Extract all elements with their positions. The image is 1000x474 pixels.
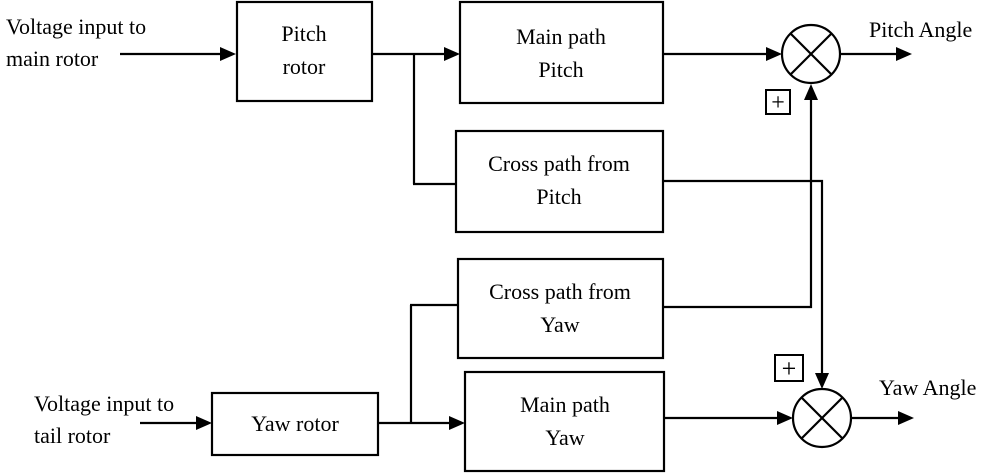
main-path-pitch-block xyxy=(458,0,665,105)
yaw-input-arrowhead xyxy=(196,416,212,430)
yaw-sum-input-arrowhead xyxy=(777,411,793,425)
pitch-angle-label: Pitch Angle xyxy=(869,17,972,42)
yaw-sum-cross-2 xyxy=(800,396,844,440)
yaw-rotor-block xyxy=(210,391,380,457)
pitch-rotor-label-line1: Pitch xyxy=(281,21,326,46)
pitch-rotor-label-line2: rotor xyxy=(283,54,326,79)
main-path-yaw-label-line1: Main path xyxy=(520,392,610,417)
cross-path-pitch-to-yaw-sum xyxy=(663,179,824,375)
cross-path-pitch-label-line1: Cross path from xyxy=(488,151,630,176)
cross-path-yaw-label-line1: Cross path from xyxy=(489,279,631,304)
yaw-input-label-line2: tail rotor xyxy=(34,423,111,448)
main-path-pitch-arrowhead xyxy=(444,47,460,61)
yaw-rotor-label: Yaw rotor xyxy=(251,411,339,436)
yaw-sum-plus-box xyxy=(774,354,804,382)
pitch-input-label-line1: Voltage input to xyxy=(6,14,146,39)
main-path-yaw-arrowhead xyxy=(449,416,465,430)
yaw-sum-plus-sign: + xyxy=(782,354,797,383)
pitch-sum-cross-arrowhead xyxy=(804,84,818,100)
cross-path-yaw-block xyxy=(456,257,665,360)
cross-path-pitch-label-line2: Pitch xyxy=(536,184,581,209)
pitch-sum-input-arrowhead xyxy=(766,47,782,61)
cross-path-pitch-block xyxy=(454,129,665,234)
cross-path-yaw-to-pitch-sum xyxy=(663,98,813,309)
main-path-pitch-label-line2: Pitch xyxy=(538,57,583,82)
yaw-input-label-line1: Voltage input to xyxy=(34,391,174,416)
cross-path-yaw-label-line2: Yaw xyxy=(540,312,579,337)
pitch-sum-plus-sign: + xyxy=(771,90,785,116)
yaw-angle-label: Yaw Angle xyxy=(879,375,976,400)
pitch-sum-plus-box xyxy=(765,89,791,115)
main-path-yaw-block xyxy=(463,370,666,473)
pitch-sum-cross-2 xyxy=(789,32,833,76)
pitch-rotor-block xyxy=(235,0,374,103)
main-path-yaw-label-line2: Yaw xyxy=(545,425,584,450)
yaw-sum-cross-arrowhead xyxy=(815,373,829,389)
yaw-output-arrowhead xyxy=(898,411,914,425)
pitch-input-label-line2: main rotor xyxy=(6,46,99,71)
pitch-output-arrowhead xyxy=(896,47,912,61)
pitch-input-arrowhead xyxy=(220,47,236,61)
main-path-pitch-label-line1: Main path xyxy=(516,24,606,49)
